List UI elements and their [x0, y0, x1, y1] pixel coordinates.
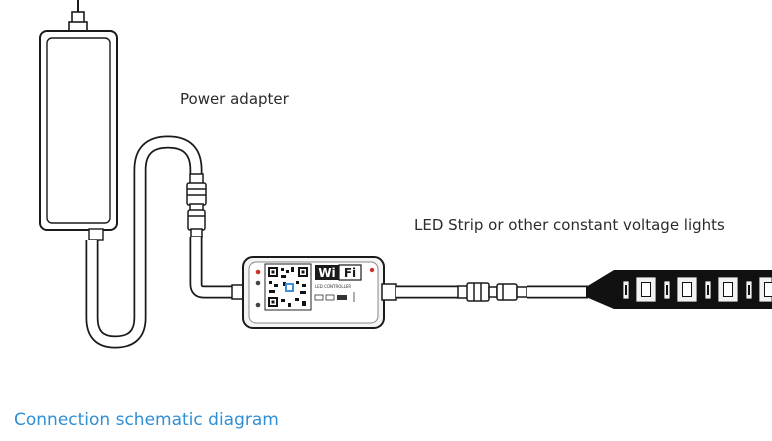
power-adapter-label: Power adapter — [180, 90, 289, 108]
controller-model-label: LED CONTROLLER — [315, 284, 351, 289]
strip-connector-icon — [457, 282, 528, 302]
diagram-caption: Connection schematic diagram — [14, 410, 279, 430]
wifi-badge-right: Fi — [344, 266, 356, 280]
adapter-cable — [85, 135, 203, 349]
led-strip-label: LED Strip or other constant voltage ligh… — [414, 216, 725, 234]
dc-connector-icon — [186, 173, 207, 238]
led-strip-icon — [586, 270, 772, 309]
controller-input-cable — [189, 237, 247, 300]
power-adapter-icon — [39, 0, 118, 241]
qr-code-icon — [264, 263, 312, 311]
wifi-badge: Wi Fi LED CONTROLLER — [314, 264, 362, 302]
controller-output-cable — [381, 283, 458, 301]
wifi-badge-left: Wi — [318, 266, 335, 280]
wifi-controller-icon — [242, 256, 385, 329]
